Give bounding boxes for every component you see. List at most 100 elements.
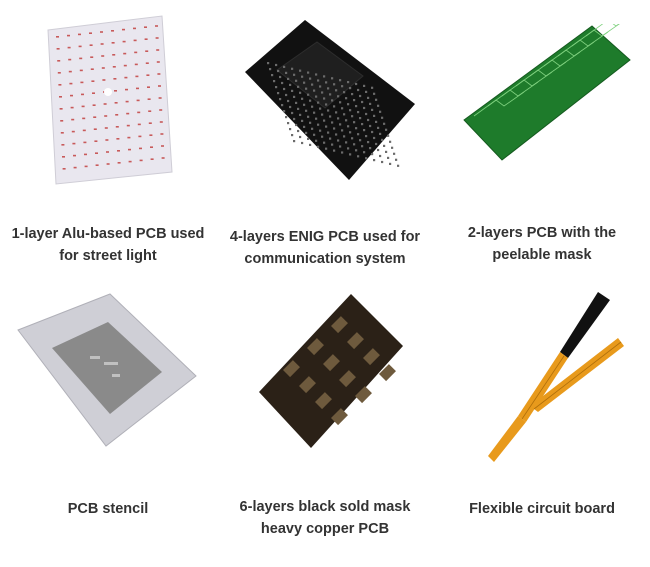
led-pad	[106, 163, 110, 165]
green-trace	[529, 51, 581, 77]
led-pad	[104, 115, 108, 117]
led-pad	[79, 69, 83, 72]
enig-pad	[383, 122, 386, 125]
enig-pad	[299, 113, 302, 116]
led-pad	[135, 75, 139, 78]
enig-pad	[347, 125, 350, 128]
enig-pad	[337, 139, 340, 142]
pcb-stencil-image	[16, 292, 201, 452]
led-pad	[56, 48, 60, 50]
led-pad	[67, 46, 71, 49]
black-module	[354, 386, 372, 404]
enig-pad	[305, 109, 308, 112]
led-pad	[82, 117, 86, 120]
led-pad	[106, 151, 109, 153]
enig-pad	[285, 93, 288, 97]
led-pad	[70, 106, 74, 109]
led-pad	[100, 31, 103, 33]
led-pad	[111, 30, 114, 32]
led-pad	[156, 49, 160, 51]
enig-pad	[319, 107, 322, 110]
enig-pad	[377, 148, 380, 152]
led-pad	[104, 127, 108, 129]
led-pad	[128, 160, 132, 163]
green-trace	[473, 91, 525, 117]
enig-pad	[371, 86, 374, 89]
enig-pad	[355, 127, 358, 130]
led-pad	[95, 164, 99, 166]
black-module	[298, 376, 316, 394]
led-pad	[91, 80, 95, 82]
enig-pad	[373, 114, 376, 117]
enig-pad	[357, 88, 360, 92]
enig-pad	[365, 135, 368, 138]
led-pad	[124, 76, 128, 79]
enig-pad	[375, 120, 378, 123]
enig-pad	[363, 129, 366, 132]
enig-pad	[381, 138, 384, 141]
alu-pcb-image	[30, 8, 180, 188]
led-pad	[100, 43, 104, 45]
led-pad	[93, 116, 97, 118]
enig-pad	[281, 81, 284, 85]
enig-pad	[355, 105, 358, 108]
enig-pad	[315, 117, 318, 120]
enig-pad	[289, 105, 292, 109]
enig-pad	[309, 99, 312, 102]
enig-pad	[333, 105, 336, 108]
enig-pad	[285, 71, 288, 74]
caption-enig-pcb: 4-layers ENIG PCB used for communication…	[229, 229, 421, 267]
caption-alu-pcb: 1-layer Alu-based PCB used for street li…	[11, 226, 205, 264]
enig-pad	[291, 89, 294, 92]
enig-pad	[305, 87, 308, 90]
led-pad	[73, 166, 77, 169]
led-pad	[137, 111, 141, 114]
enig-pad	[325, 147, 328, 150]
enig-pad	[325, 103, 328, 106]
enig-pad	[353, 143, 356, 146]
led-pad	[112, 66, 116, 68]
led-pad	[145, 62, 149, 64]
enig-pad	[295, 79, 298, 82]
enig-pad	[379, 132, 382, 135]
led-pad	[89, 44, 93, 46]
enig-pad	[397, 164, 400, 167]
enig-pad	[333, 149, 336, 152]
enig-pad	[329, 115, 332, 118]
enig-pad	[331, 77, 334, 80]
led-pad	[138, 135, 142, 138]
led-pad	[133, 27, 136, 30]
led-pad	[102, 79, 106, 81]
enig-pad	[367, 141, 370, 144]
enig-pad	[381, 116, 384, 119]
enig-pad	[357, 133, 360, 136]
enig-pad	[301, 97, 304, 100]
led-pad	[123, 64, 127, 67]
enig-pad	[313, 111, 316, 114]
enig-pad	[269, 68, 272, 71]
enig-pad	[313, 89, 316, 92]
enig-pad	[331, 121, 334, 124]
enig-pad	[345, 141, 348, 144]
led-pad	[84, 153, 87, 156]
led-pad	[133, 39, 137, 42]
enig-pad	[361, 100, 364, 104]
led-pad	[159, 121, 163, 123]
led-pad	[62, 168, 66, 170]
led-pad	[156, 61, 160, 63]
led-pad	[158, 97, 162, 99]
enig-pad	[367, 96, 370, 99]
led-pad	[136, 99, 140, 102]
led-pad	[78, 33, 81, 36]
led-pad	[95, 152, 98, 154]
enig-pad	[335, 133, 338, 136]
led-pad	[146, 74, 150, 76]
led-pad	[117, 162, 121, 164]
enig-pad	[341, 129, 344, 132]
enig-pad	[349, 87, 352, 90]
enig-pad	[347, 147, 350, 150]
led-pad	[147, 86, 150, 88]
led-pad	[114, 90, 117, 92]
green-trace	[585, 24, 620, 37]
black-module	[347, 332, 364, 350]
